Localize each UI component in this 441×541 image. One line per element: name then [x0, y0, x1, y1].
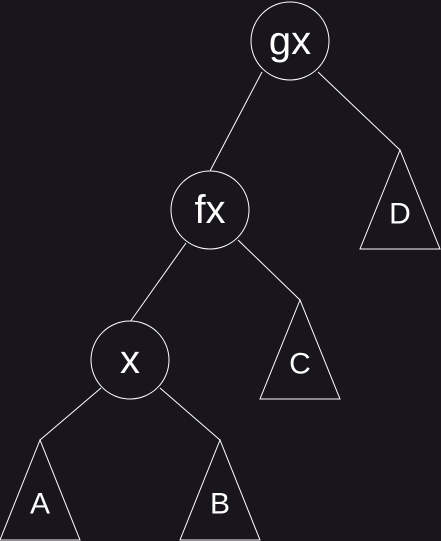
subtree-d: D: [359, 148, 441, 250]
subtree-a: A: [0, 438, 81, 541]
node-gx-circle: [250, 1, 330, 81]
subtree-d-triangle: [359, 148, 441, 250]
node-x-label: x: [120, 338, 140, 382]
node-fx-label: fx: [194, 188, 225, 232]
subtree-d-label: D: [389, 198, 411, 231]
subtree-b-label: B: [210, 488, 230, 521]
node-gx: gx: [250, 1, 330, 81]
edge-x-b: [159, 387, 221, 441]
edge-x-a: [39, 387, 102, 441]
subtree-c: C: [259, 298, 341, 400]
subtree-a-label: A: [30, 488, 50, 521]
subtree-c-label: C: [289, 348, 311, 381]
node-gx-label: gx: [269, 19, 311, 63]
subtree-b: B: [179, 438, 261, 541]
edge-gx-d: [317, 71, 401, 151]
node-x-circle: [90, 320, 170, 400]
tree-edges: [39, 71, 401, 441]
edge-fx-x: [129, 242, 187, 323]
subtree-b-triangle: [179, 438, 261, 541]
node-fx: fx: [170, 170, 250, 250]
subtree-a-triangle: [0, 438, 81, 541]
edge-fx-c: [237, 239, 301, 301]
node-x: x: [90, 320, 170, 400]
edge-gx-fx: [209, 71, 263, 172]
subtree-c-triangle: [259, 298, 341, 400]
node-fx-circle: [170, 170, 250, 250]
